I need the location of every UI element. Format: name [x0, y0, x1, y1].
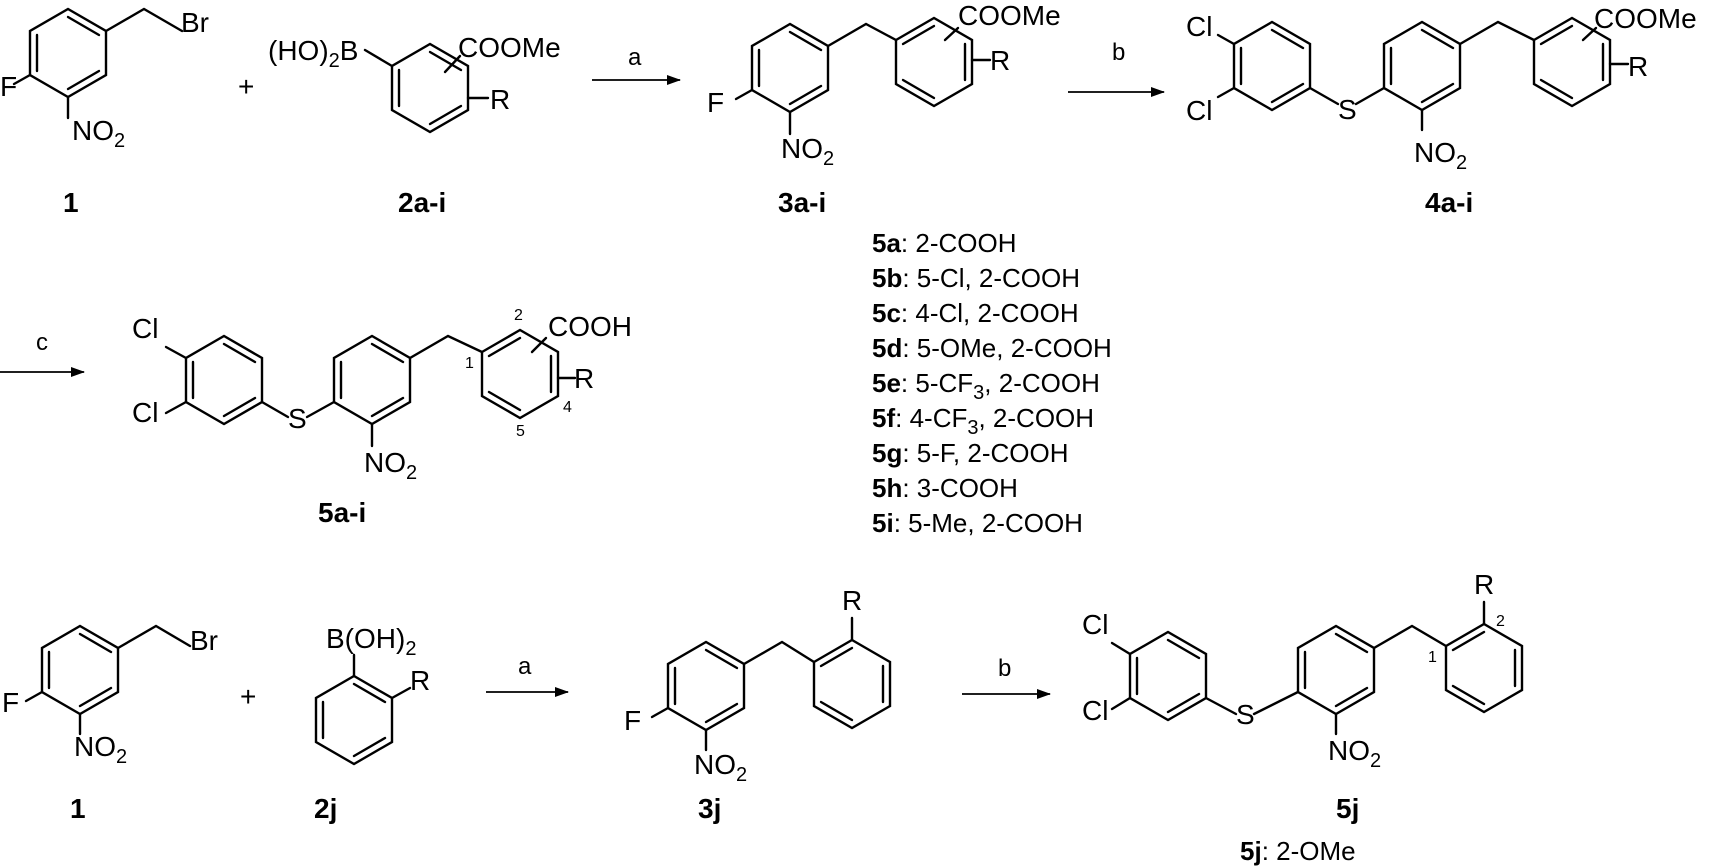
svg-text:COOMe: COOMe	[1594, 3, 1697, 34]
compound-3a-i: COOMe R F NO2 3a-i	[707, 0, 1061, 218]
label-4a-i: 4a-i	[1425, 187, 1473, 218]
svg-text:COOMe: COOMe	[458, 32, 561, 63]
plus-sign-top: +	[238, 71, 254, 102]
condition-a-bottom: a	[518, 653, 532, 680]
svg-text:Cl: Cl	[1082, 695, 1108, 726]
svg-text:B(OH)2: B(OH)2	[326, 623, 416, 660]
svg-text:R: R	[1474, 569, 1494, 600]
condition-b-top: b	[1112, 39, 1125, 66]
svg-text:NO2: NO2	[1328, 735, 1381, 772]
compound-1-top: Br F NO2 1	[0, 7, 209, 218]
label-1-bottom: 1	[70, 793, 86, 824]
plus-sign-bottom: +	[240, 681, 256, 712]
label-5j: 5j	[1336, 793, 1359, 824]
svg-text:F: F	[624, 705, 641, 736]
svg-text:R: R	[1628, 51, 1648, 82]
svg-text:Cl: Cl	[132, 397, 158, 428]
ring-number-2: 2	[514, 307, 523, 324]
label-2a-i: 2a-i	[398, 187, 446, 218]
legend-5i: 5i: 5-Me, 2-COOH	[872, 508, 1083, 538]
compound-1-bottom: Br F NO2 1	[2, 624, 218, 824]
ring-number-2-5j: 2	[1496, 613, 1505, 630]
svg-text:Cl: Cl	[132, 313, 158, 344]
svg-text:S: S	[1338, 94, 1357, 125]
legend-5a: 5a: 2-COOH	[872, 228, 1017, 258]
substituent-legend: 5a: 2-COOH 5b: 5-Cl, 2-COOH 5c: 4-Cl, 2-…	[872, 228, 1112, 538]
svg-text:Br: Br	[190, 625, 218, 656]
svg-text:COOH: COOH	[548, 311, 632, 342]
svg-text:F: F	[0, 71, 17, 102]
compound-5j: R 1 2 Cl Cl S NO2 5j 5j: 2-OMe	[1082, 569, 1524, 866]
legend-5h: 5h: 3-COOH	[872, 473, 1018, 503]
label-2j: 2j	[314, 793, 337, 824]
svg-text:Cl: Cl	[1186, 11, 1212, 42]
legend-5d: 5d: 5-OMe, 2-COOH	[872, 333, 1112, 363]
svg-text:Cl: Cl	[1186, 95, 1212, 126]
svg-text:Cl: Cl	[1082, 609, 1108, 640]
legend-5f: 5f: 4-CF3, 2-COOH	[872, 403, 1094, 439]
svg-text:(HO)2B: (HO)2B	[268, 35, 358, 72]
svg-text:NO2: NO2	[694, 749, 747, 786]
condition-b-bottom: b	[998, 655, 1011, 682]
svg-text:S: S	[288, 403, 307, 434]
compound-3j: R F NO2 3j	[624, 585, 892, 824]
svg-text:Br: Br	[181, 7, 209, 38]
ring-number-5: 5	[516, 423, 525, 440]
svg-text:R: R	[842, 585, 862, 616]
label-3j: 3j	[698, 793, 721, 824]
compound-2a-i: (HO)2B COOMe R 2a-i	[268, 32, 561, 218]
legend-5e: 5e: 5-CF3, 2-COOH	[872, 368, 1100, 404]
compound-5a-i: COOH R 1 2 4 5 Cl Cl S NO2 5a-i	[132, 307, 632, 528]
legend-5g: 5g: 5-F, 2-COOH	[872, 438, 1068, 468]
svg-text:NO2: NO2	[781, 133, 834, 170]
ring-number-4: 4	[563, 399, 572, 416]
svg-text:R: R	[490, 84, 510, 115]
svg-text:R: R	[574, 363, 594, 394]
svg-text:COOMe: COOMe	[958, 0, 1061, 31]
compound-4a-i: COOMe R Cl Cl S NO2 4a-i	[1186, 3, 1697, 218]
ring-number-1: 1	[465, 355, 474, 372]
svg-text:F: F	[707, 87, 724, 118]
svg-text:NO2: NO2	[364, 447, 417, 484]
legend-5j: 5j: 2-OMe	[1240, 836, 1356, 866]
svg-text:R: R	[410, 665, 430, 696]
label-3a-i: 3a-i	[778, 187, 826, 218]
svg-text:R: R	[990, 45, 1010, 76]
svg-text:NO2: NO2	[1414, 137, 1467, 174]
label-5a-i: 5a-i	[318, 497, 366, 528]
label-1-top: 1	[63, 187, 79, 218]
legend-5c: 5c: 4-Cl, 2-COOH	[872, 298, 1079, 328]
svg-text:NO2: NO2	[72, 115, 125, 152]
svg-text:F: F	[2, 687, 19, 718]
svg-text:S: S	[1236, 699, 1255, 730]
legend-5b: 5b: 5-Cl, 2-COOH	[872, 263, 1080, 293]
condition-a-top: a	[628, 44, 642, 71]
svg-text:NO2: NO2	[74, 731, 127, 768]
compound-2j: B(OH)2 R 2j	[314, 623, 430, 824]
condition-c: c	[36, 329, 48, 356]
ring-number-1-5j: 1	[1428, 649, 1437, 666]
